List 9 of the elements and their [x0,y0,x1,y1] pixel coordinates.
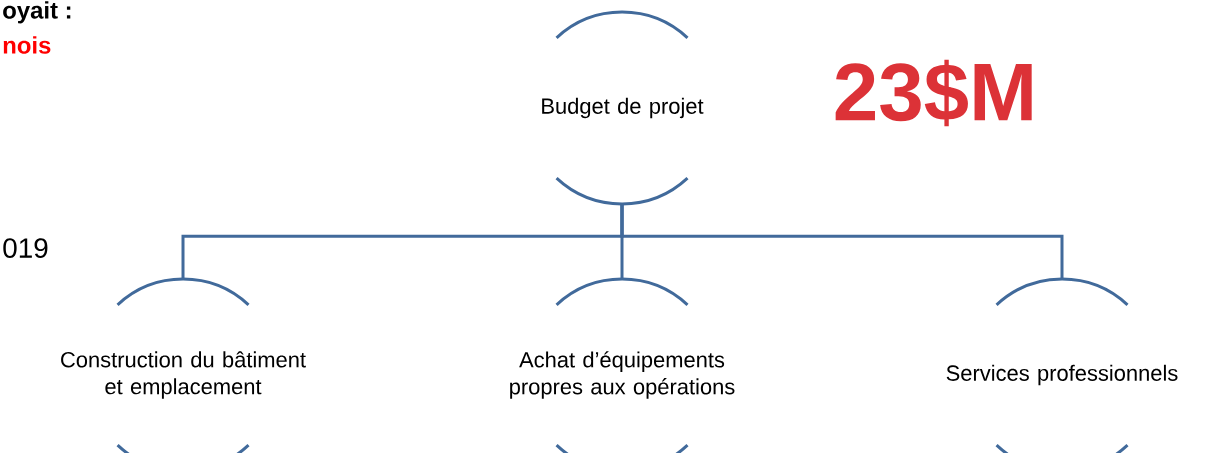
node-text: Budget de projet [542,97,704,119]
year-text: 019 [3,238,48,258]
connector-line [620,204,1064,279]
top-text: oyait : [3,1,71,24]
amount-text: 23$M [835,59,1032,127]
top-text: nois [3,36,51,54]
node-text: Construction du bâtiment et emplacement [61,351,306,399]
node-text: Achat d’équipements propres aux opérations [510,351,735,399]
node-text: Services professionnels [946,364,1178,386]
